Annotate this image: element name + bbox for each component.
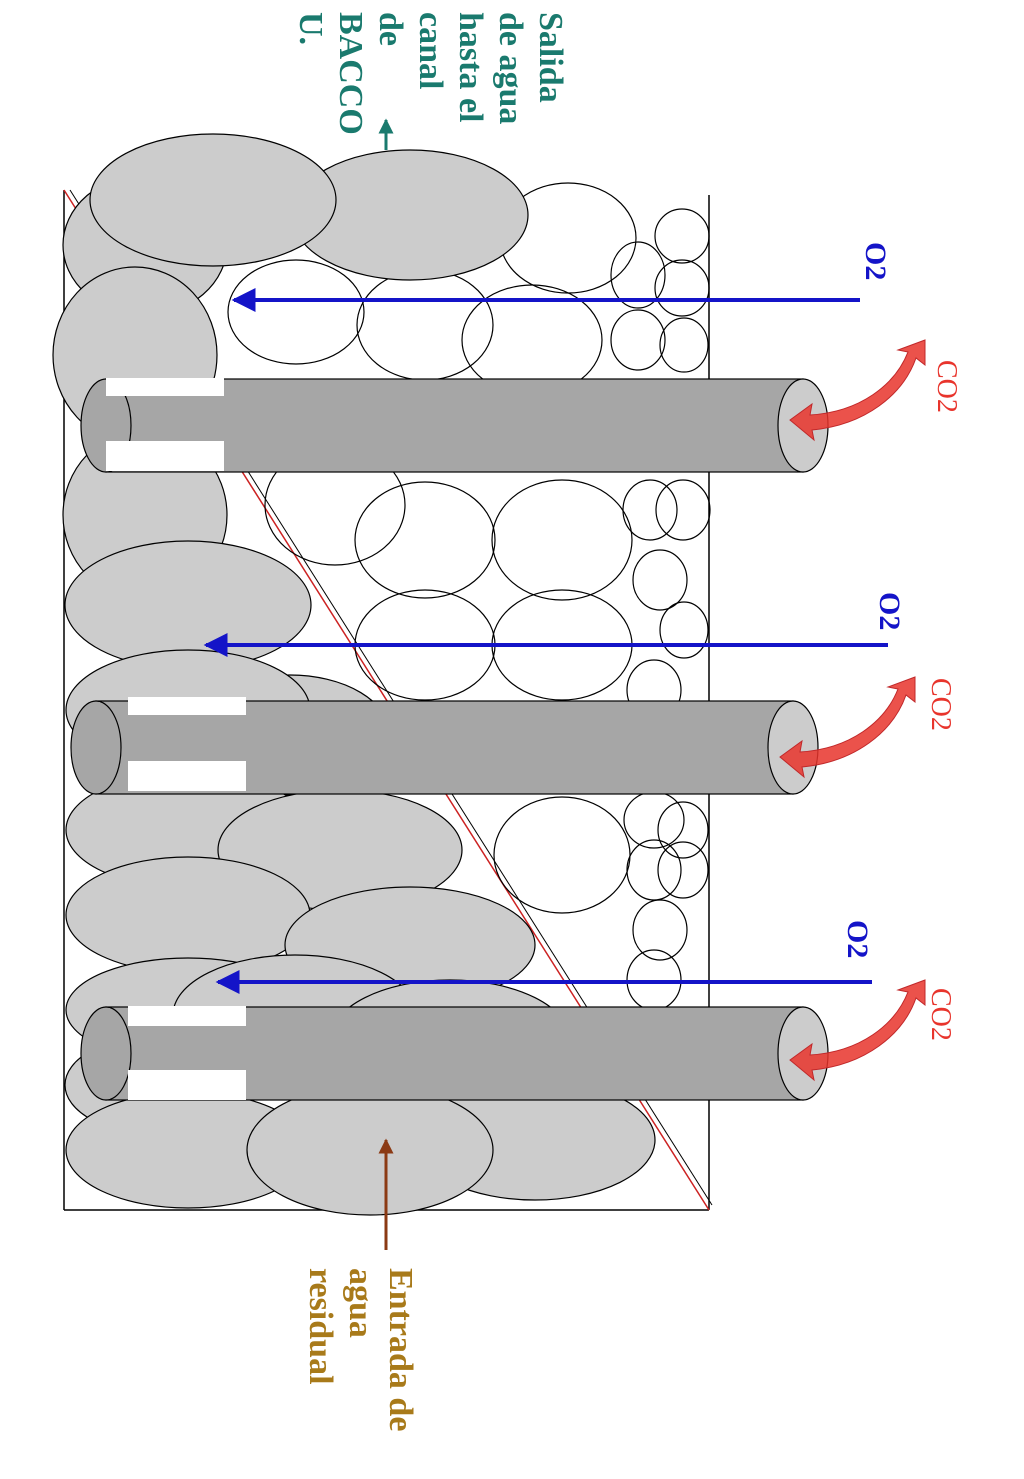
inlet-label-line: Entrada de (382, 1268, 419, 1431)
pipe-slot (106, 441, 224, 471)
o2-label: O2 (841, 920, 874, 958)
outlet-label-line: hasta el (452, 12, 489, 123)
pipe-slot (128, 1070, 246, 1100)
outlet-label-line: U. (292, 12, 329, 45)
inlet-label-line: residual (302, 1268, 339, 1385)
outlet-label: Salida de agua hasta el canal de BACCO U… (292, 12, 569, 135)
co2-label: CO2 (931, 360, 962, 413)
co2-arrows (779, 339, 926, 1082)
outlet-label-line: canal (412, 12, 449, 89)
co2-arrow (789, 979, 926, 1082)
pipe-slot (128, 1006, 246, 1026)
co2-label: CO2 (925, 988, 956, 1041)
outlet-label-line: de agua (492, 12, 529, 124)
outlet-label-line: Salida (532, 12, 569, 103)
aeration-pipe-2 (70, 697, 819, 795)
o2-arrows (203, 288, 888, 994)
pipe-slot (106, 378, 224, 396)
o2-label: O2 (859, 242, 892, 280)
outlet-label-line: de (372, 12, 409, 46)
o2-label: O2 (873, 592, 906, 630)
pipe-slot (128, 697, 246, 715)
co2-arrow (779, 676, 916, 779)
co2-arrow (789, 339, 926, 442)
inlet-label-line: agua (342, 1268, 379, 1338)
pipe-slot (128, 761, 246, 791)
aeration-pipe-1 (80, 378, 829, 473)
co2-label: CO2 (925, 678, 956, 731)
aeration-pipe-3 (80, 1006, 829, 1101)
outlet-label-line: BACCO (332, 12, 369, 135)
inlet-label: Entrada de agua residual (302, 1268, 419, 1431)
